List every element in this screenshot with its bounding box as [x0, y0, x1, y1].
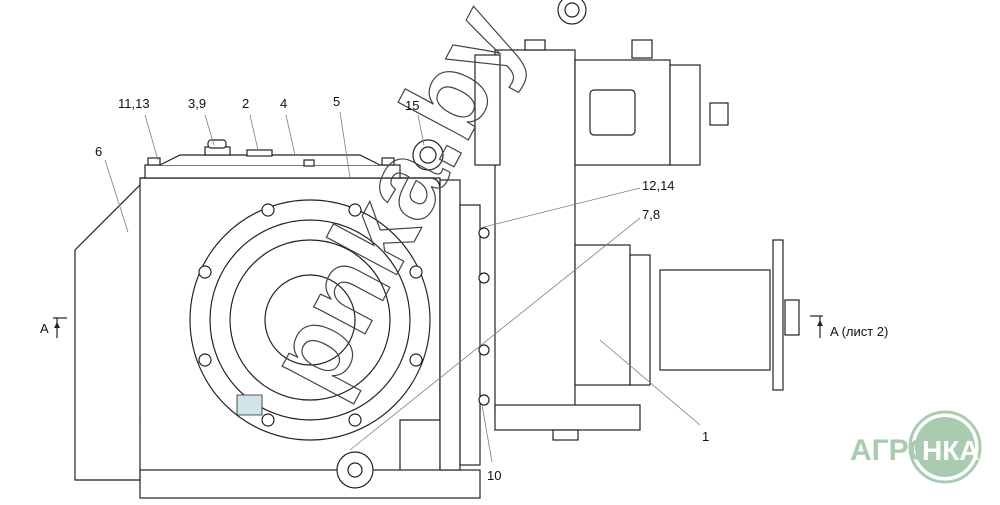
section-mark-left: A — [40, 317, 67, 338]
callout-12-14: 12,14 — [642, 178, 675, 193]
callout-4: 4 — [280, 96, 287, 111]
callout-11-13: 11,13 — [118, 96, 150, 111]
flange-bolts — [198, 203, 423, 427]
svg-text:АГРО: АГРО — [850, 434, 932, 467]
callout-7-8: 7,8 — [642, 207, 660, 222]
section-mark-right: A (лист 2) — [810, 315, 888, 339]
callout-5: 5 — [333, 94, 340, 109]
callout-15: 15 — [405, 98, 419, 113]
svg-text:НКА: НКА — [922, 435, 980, 466]
callout-1: 1 — [702, 429, 709, 444]
callout-2: 2 — [242, 96, 249, 111]
right-housing — [474, 0, 800, 441]
callout-6: 6 — [95, 144, 102, 159]
svg-text:A: A — [40, 321, 49, 336]
agronka-logo: АГРО НКА — [850, 410, 982, 484]
leader-lines — [104, 111, 701, 463]
svg-text:A (лист 2): A (лист 2) — [830, 324, 888, 339]
callout-10: 10 — [487, 468, 501, 483]
left-housing — [74, 139, 481, 499]
callout-3-9: 3,9 — [188, 96, 206, 111]
